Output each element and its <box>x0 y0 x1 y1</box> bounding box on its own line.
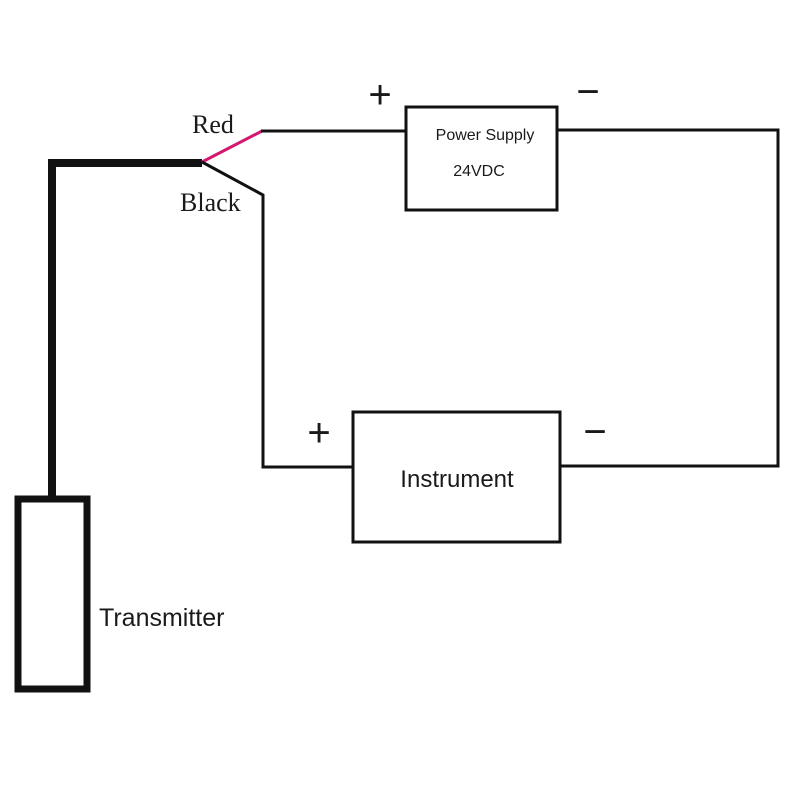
return-wire <box>557 128 780 468</box>
red-wire <box>201 129 263 164</box>
instrument-plus-sign: + <box>307 411 330 455</box>
instrument-label: Instrument <box>400 466 514 493</box>
power-supply-plus-sign: + <box>368 73 391 117</box>
black-wire <box>201 160 353 469</box>
power-supply-voltage: 24VDC <box>453 163 505 180</box>
power-supply-box <box>404 105 559 212</box>
power-supply-label: Power Supply <box>436 127 535 144</box>
instrument-box <box>351 410 562 544</box>
red-wire-label: Red <box>192 110 234 139</box>
transmitter-label: Transmitter <box>99 604 224 632</box>
power-supply-minus-sign: − <box>576 70 599 114</box>
transmitter-cable <box>48 159 202 498</box>
transmitter-box <box>14 495 91 693</box>
instrument-minus-sign: − <box>583 410 606 454</box>
black-wire-label: Black <box>180 188 241 217</box>
